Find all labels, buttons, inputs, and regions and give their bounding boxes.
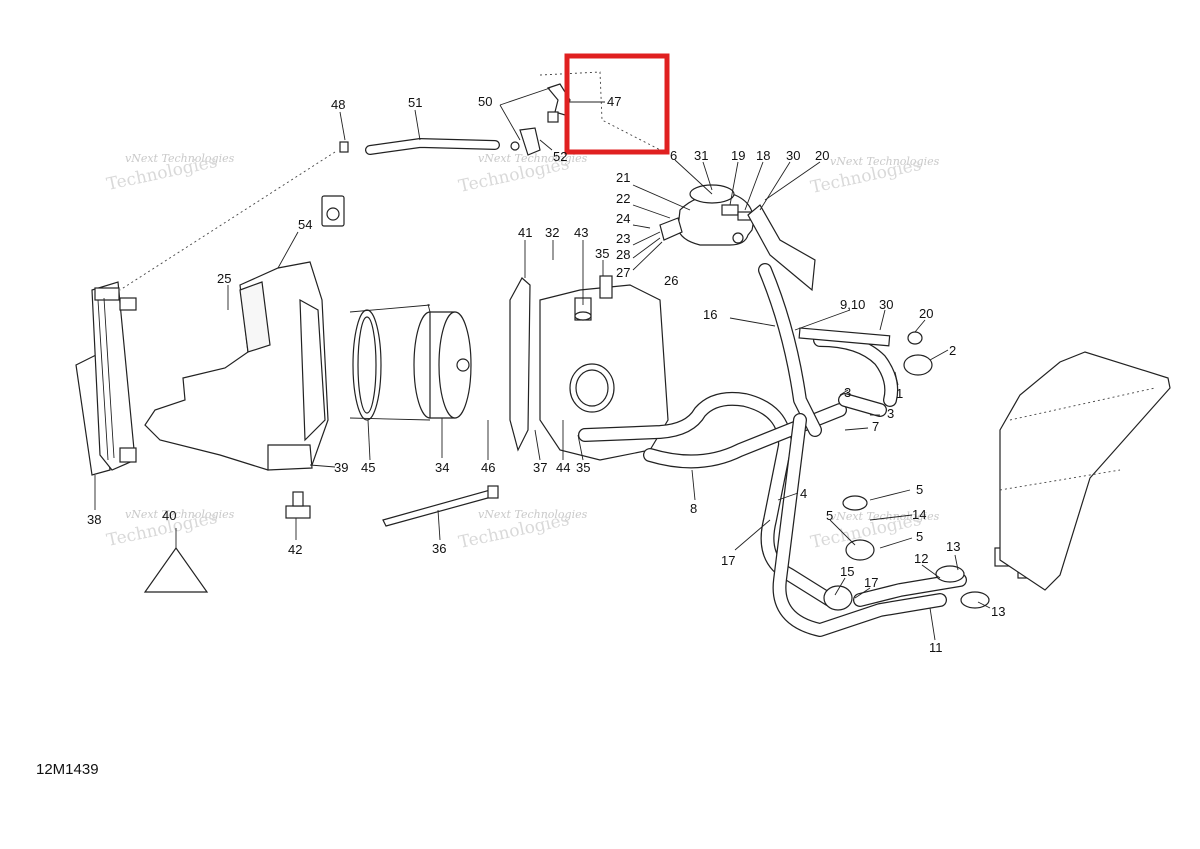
watermark-text: vNext Technologies <box>830 510 940 523</box>
callout-22[interactable]: 22 <box>616 191 630 206</box>
callout-16[interactable]: 16 <box>703 307 717 322</box>
callout-18[interactable]: 18 <box>756 148 770 163</box>
callout-17[interactable]: 17 <box>864 575 878 590</box>
callout-13[interactable]: 13 <box>946 539 960 554</box>
callout-3[interactable]: 3 <box>887 406 894 421</box>
callout-30[interactable]: 30 <box>879 297 893 312</box>
callout-46[interactable]: 46 <box>481 460 495 475</box>
callout-35[interactable]: 35 <box>576 460 590 475</box>
callout-5[interactable]: 5 <box>916 529 923 544</box>
callout-6[interactable]: 6 <box>670 148 677 163</box>
callout-12[interactable]: 12 <box>914 551 928 566</box>
fan-shroud <box>144 261 382 471</box>
watermark-text: vNext Technologies <box>830 155 940 168</box>
callout-40[interactable]: 40 <box>162 508 176 523</box>
fender-panel <box>999 351 1171 591</box>
callout-48[interactable]: 48 <box>331 97 345 112</box>
expansion-tank <box>659 184 816 292</box>
callout-3[interactable]: 3 <box>844 385 851 400</box>
vent-hose <box>339 83 571 156</box>
callout-23[interactable]: 23 <box>616 231 630 246</box>
callout-32[interactable]: 32 <box>545 225 559 240</box>
callout-14[interactable]: 14 <box>912 507 926 522</box>
callout-9-10[interactable]: 9,10 <box>840 297 865 312</box>
grommet <box>285 491 311 519</box>
watermark-text: vNext Technologies <box>125 152 235 165</box>
callout-38[interactable]: 38 <box>87 512 101 527</box>
callout-36[interactable]: 36 <box>432 541 446 556</box>
leader-lines <box>94 87 991 641</box>
callout-11[interactable]: 11 <box>929 640 943 655</box>
diagram-code: 12M1439 <box>36 761 99 778</box>
callout-20[interactable]: 20 <box>815 148 829 163</box>
callout-42[interactable]: 42 <box>288 542 302 557</box>
callout-4[interactable]: 4 <box>800 486 807 501</box>
callout-5[interactable]: 5 <box>916 482 923 497</box>
callout-44[interactable]: 44 <box>556 460 570 475</box>
callout-21[interactable]: 21 <box>616 170 630 185</box>
callout-24[interactable]: 24 <box>616 211 630 226</box>
airbox <box>509 275 669 461</box>
callout-39[interactable]: 39 <box>334 460 348 475</box>
callout-7[interactable]: 7 <box>872 419 879 434</box>
callout-27[interactable]: 27 <box>616 265 630 280</box>
callout-13[interactable]: 13 <box>991 604 1005 619</box>
callout-41[interactable]: 41 <box>518 225 532 240</box>
coolant-hoses <box>578 263 1041 637</box>
dashed-links <box>119 71 671 291</box>
callout-25[interactable]: 25 <box>217 271 231 286</box>
highlight-box <box>564 53 670 155</box>
callout-52[interactable]: 52 <box>553 149 567 164</box>
watermark-text: vNext Technologies <box>478 508 588 521</box>
callout-17[interactable]: 17 <box>721 553 735 568</box>
callout-20[interactable]: 20 <box>919 306 933 321</box>
callout-47[interactable]: 47 <box>607 94 621 109</box>
callout-37[interactable]: 37 <box>533 460 547 475</box>
watermark-text: vNext Technologies <box>478 152 588 165</box>
radiator <box>75 281 137 476</box>
callout-8[interactable]: 8 <box>690 501 697 516</box>
callout-35[interactable]: 35 <box>595 246 609 261</box>
callout-28[interactable]: 28 <box>616 247 630 262</box>
fan <box>349 303 472 421</box>
callout-26[interactable]: 26 <box>664 273 678 288</box>
callout-5[interactable]: 5 <box>826 508 833 523</box>
callout-54[interactable]: 54 <box>298 217 312 232</box>
callout-labels: 48 51 50 47 52 6 31 19 18 30 20 21 22 24… <box>87 94 1005 655</box>
callout-50[interactable]: 50 <box>478 94 492 109</box>
watermark-text: vNext Technologies <box>125 508 235 521</box>
callout-15[interactable]: 15 <box>840 564 854 579</box>
callout-1[interactable]: 1 <box>896 386 903 401</box>
callout-19[interactable]: 19 <box>731 148 745 163</box>
callout-43[interactable]: 43 <box>574 225 588 240</box>
strap <box>382 485 499 527</box>
callout-31[interactable]: 31 <box>694 148 708 163</box>
callout-34[interactable]: 34 <box>435 460 449 475</box>
warning-label-icon <box>143 195 345 593</box>
callout-2[interactable]: 2 <box>949 343 956 358</box>
callout-51[interactable]: 51 <box>408 95 422 110</box>
callout-45[interactable]: 45 <box>361 460 375 475</box>
callout-30[interactable]: 30 <box>786 148 800 163</box>
